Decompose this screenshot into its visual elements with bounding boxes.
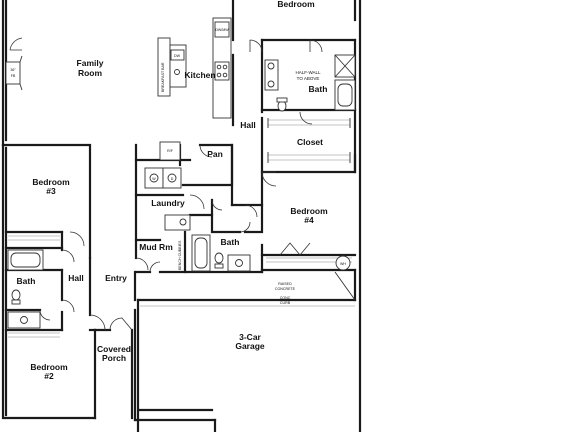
label-bedroom3-line2: #3 [46, 186, 56, 196]
label-bedroom2-line2: #2 [44, 371, 54, 381]
label-garage-line1: 3-Car [239, 332, 261, 342]
note-dw-mw: DW/MW [215, 28, 229, 32]
toilet-icon-left [11, 289, 21, 301]
vanity-icon-center [227, 254, 251, 272]
note-breakfast-bar: BREAKFAST BAR [161, 62, 165, 92]
note-rf: R/F [167, 149, 174, 153]
label-bedroom3-line1: Bedroom [32, 177, 70, 187]
note-conc-curb-line1: CONC [280, 296, 291, 300]
label-covered-porch-line1: Covered [97, 344, 131, 354]
label-bedroom-top: Bedroom [277, 0, 315, 9]
vanity-icon-left [7, 311, 41, 329]
note-dryer: D [171, 177, 174, 181]
range-icon [214, 61, 230, 81]
toilet-icon-center [214, 252, 224, 264]
label-bedroom4-line1: Bedroom [290, 206, 328, 216]
label-bath-master: Bath [309, 84, 328, 94]
label-kitchen: Kitchen [184, 70, 215, 80]
label-bedroom2-line1: Bedroom [30, 362, 68, 372]
label-entry: Entry [105, 273, 127, 283]
label-hall-upper: Hall [240, 120, 256, 130]
note-water-heater: WH [340, 262, 346, 266]
dryer-icon [162, 167, 182, 189]
doors [9, 37, 323, 331]
note-raised-concrete-line1: RAISED [278, 282, 292, 286]
note-bench-cubbies: BENCH CUBBIES [178, 240, 182, 270]
vanity-icon [264, 59, 279, 91]
label-covered-porch-line2: Porch [102, 353, 126, 363]
label-pantry: Pan [207, 149, 223, 159]
note-conc-curb-line2: CURB [280, 301, 291, 305]
toilet-icon [277, 100, 287, 112]
note-dw: DW [174, 54, 181, 58]
fixtures [5, 17, 356, 338]
label-laundry: Laundry [151, 198, 185, 208]
label-bath-center: Bath [221, 237, 240, 247]
annotations: DW BREAKFAST BAR DW/MW 36" FB HALF-WALL … [10, 28, 346, 305]
label-bath-left: Bath [17, 276, 36, 286]
fireplace-icon [5, 61, 21, 85]
note-washer: W [152, 177, 156, 181]
label-hall-left: Hall [68, 273, 84, 283]
note-raised-concrete-line2: CONCRETE [275, 287, 296, 291]
note-fireplace-fb: FB [11, 74, 16, 78]
note-half-wall-line1: HALF-WALL [295, 70, 321, 75]
label-closet: Closet [297, 137, 323, 147]
label-bedroom4-line2: #4 [304, 215, 314, 225]
water-heater-icon [335, 255, 351, 271]
label-family-room-line1: Family [77, 58, 104, 68]
refrigerator-icon [159, 141, 181, 161]
label-mud-room: Mud Rm [139, 242, 173, 252]
label-garage-line2: Garage [235, 341, 265, 351]
note-half-wall-line2: TO ABOVE [297, 76, 320, 81]
label-family-room-line2: Room [78, 68, 103, 78]
room-labels: Bedroom Family Room Kitchen Bath Hall Cl… [17, 0, 329, 381]
note-fireplace-size: 36" [10, 68, 16, 72]
